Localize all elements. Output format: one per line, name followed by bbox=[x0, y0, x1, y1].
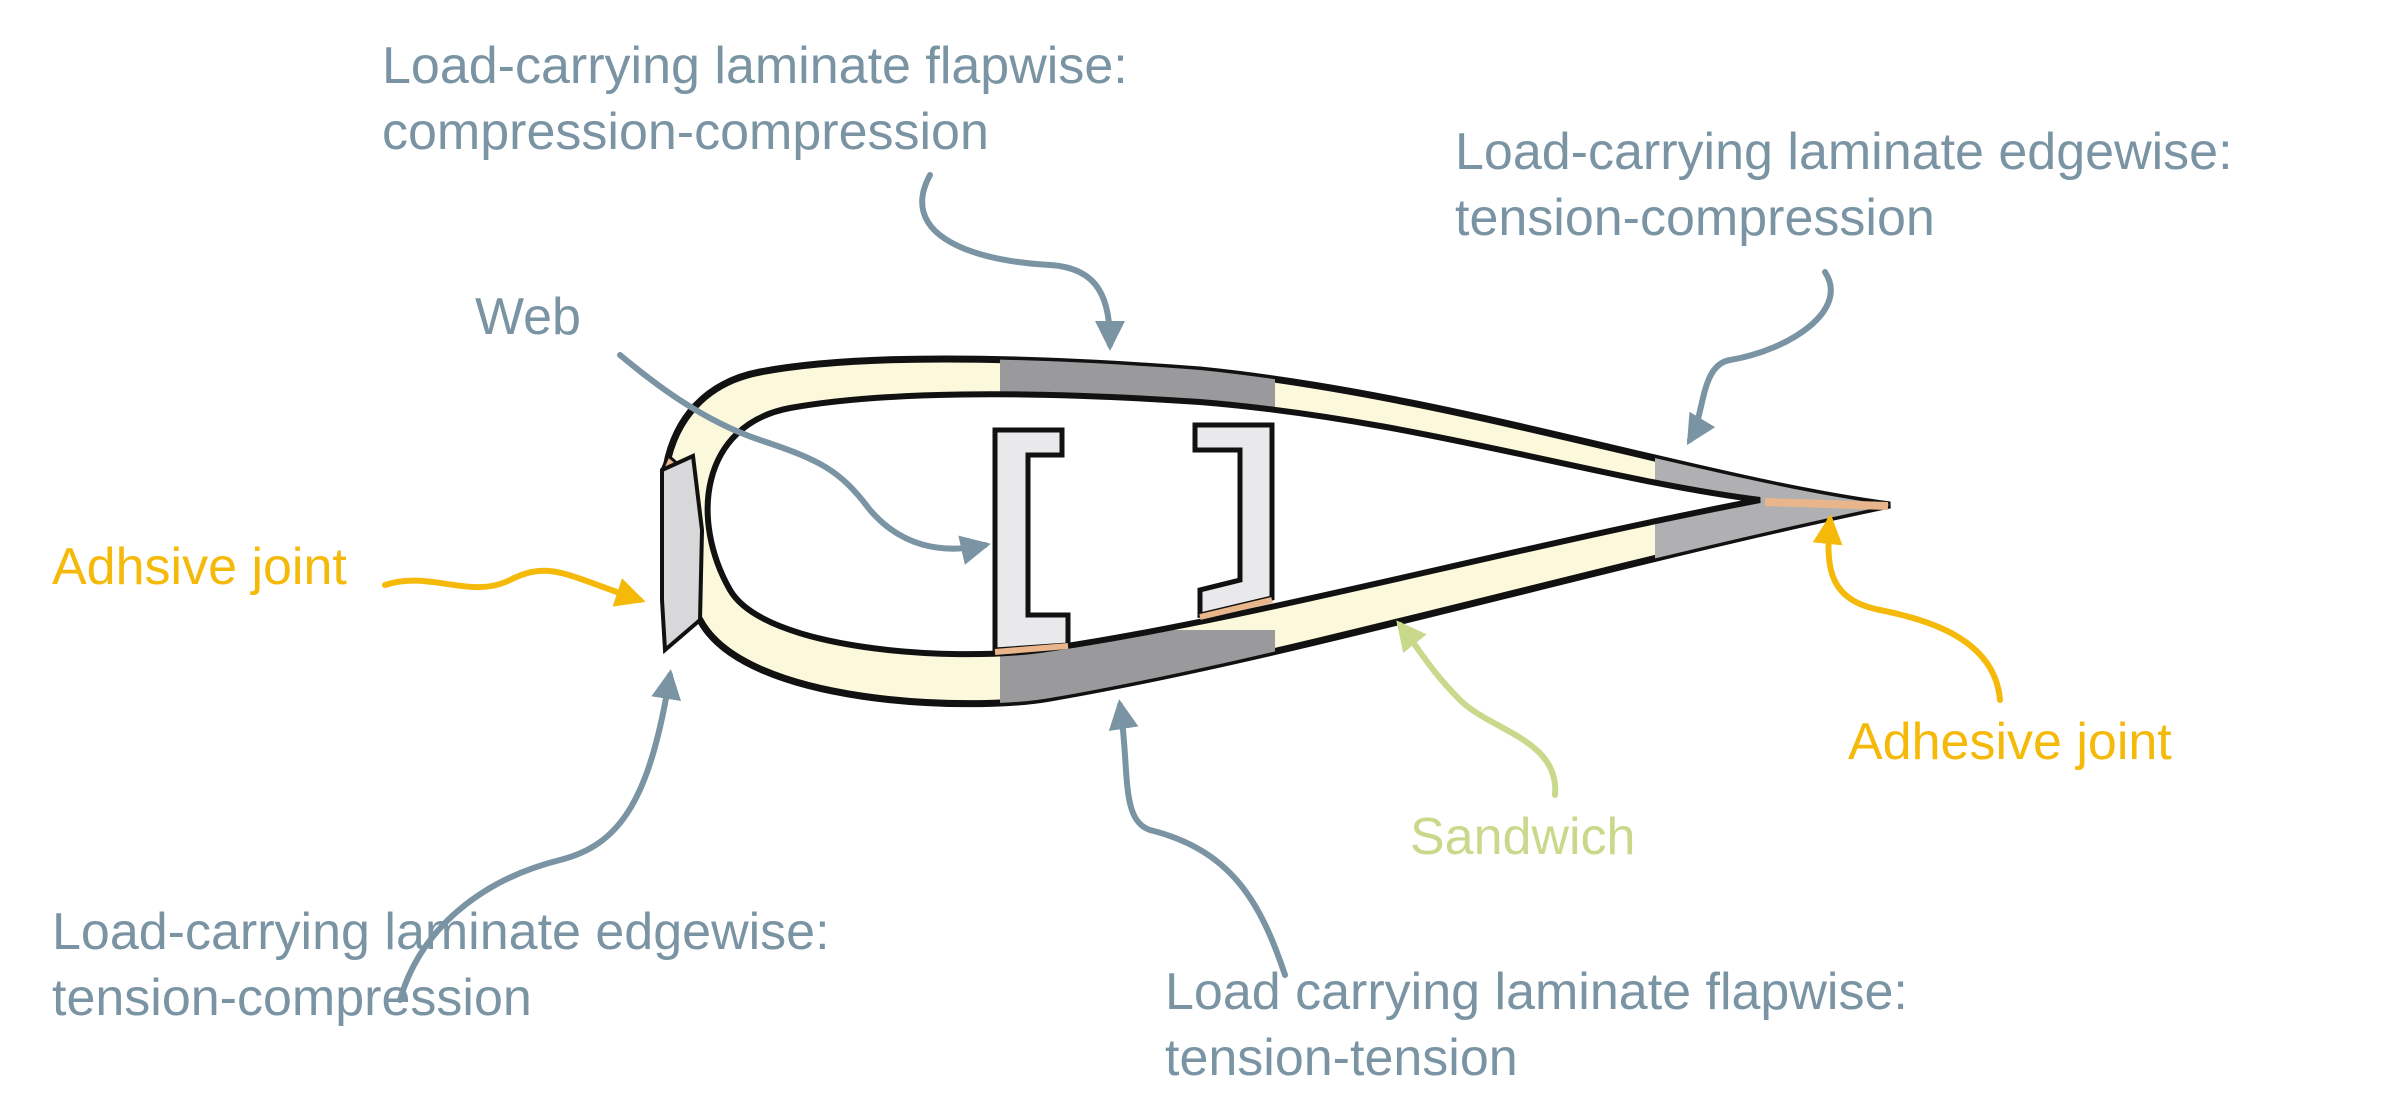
label-adhesive-joint: Adhesive joint bbox=[1848, 713, 2172, 771]
arrow-flap-compression bbox=[919, 172, 1125, 351]
label-flap-compression-line2: compression-compression bbox=[382, 103, 989, 161]
label-edge-leading-line2: tension-compression bbox=[52, 969, 532, 1027]
arrow-web bbox=[617, 352, 991, 565]
label-sandwich: Sandwich bbox=[1410, 808, 1636, 866]
label-edge-leading-line1: Load-carrying laminate edgewise: bbox=[52, 903, 830, 961]
arrow-adhsive-joint bbox=[382, 567, 646, 607]
arrow-edge-trailing bbox=[1686, 269, 1834, 446]
leading-edge-web bbox=[660, 453, 705, 655]
label-flap-compression-line1: Load-carrying laminate flapwise: bbox=[382, 37, 1128, 95]
label-edge-trailing-line1: Load-carrying laminate edgewise: bbox=[1455, 123, 2233, 181]
web-right bbox=[1192, 422, 1275, 619]
label-web: Web bbox=[475, 288, 581, 346]
trailing-edge-adhesive bbox=[1764, 498, 1889, 510]
web-left-adhesive bbox=[994, 643, 1069, 655]
arrow-sandwich bbox=[1396, 620, 1559, 798]
arrow-edge-leading bbox=[397, 669, 682, 1003]
arrow-adhesive-joint bbox=[1812, 514, 2003, 703]
label-adhsive-joint: Adhsive joint bbox=[52, 538, 347, 596]
label-edge-trailing-line2: tension-compression bbox=[1455, 189, 1935, 247]
shear-webs bbox=[992, 422, 1275, 655]
inner-cavity bbox=[704, 391, 1761, 658]
label-flap-tension-line2: tension-tension bbox=[1165, 1029, 1518, 1087]
label-flap-tension-line1: Load carrying laminate flapwise: bbox=[1165, 963, 1908, 1021]
arrow-flap-tension bbox=[1108, 699, 1288, 978]
airfoil-shell bbox=[660, 355, 1891, 708]
web-right-adhesive bbox=[1199, 597, 1273, 620]
leader-arrows bbox=[382, 172, 2003, 1003]
